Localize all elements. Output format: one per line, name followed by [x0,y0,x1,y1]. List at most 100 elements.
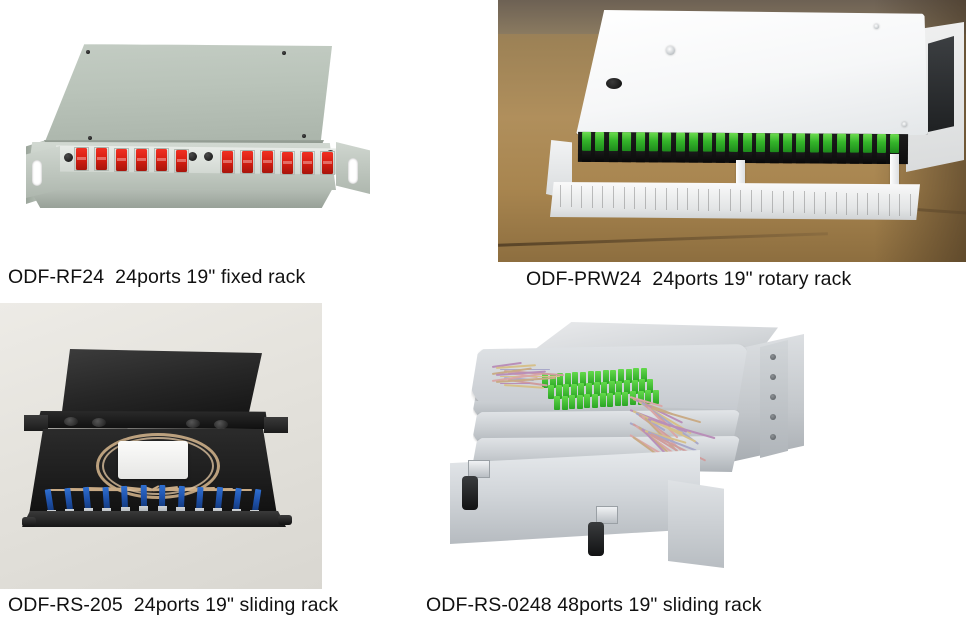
prw24-tray-rib [772,190,773,213]
rf24-top-lid [44,44,332,144]
caption-odf-rs-0248: ODF-RS-0248 48ports 19" sliding rack [426,594,762,616]
rs0248-hinge [468,460,490,478]
rs205-fiber-coil-inner [102,437,214,495]
rs0248-ear-hole [770,374,776,380]
prw24-sc-apc-adapter [675,132,685,152]
rs0248-sc-adapter [569,395,576,409]
rs0248-sc-adapter [618,369,624,383]
prw24-tray-rib [687,188,689,211]
prw24-adapter-shroud [863,152,873,164]
rf24-fiber-adapter [222,150,233,173]
rs0248-sc-adapter [614,392,621,406]
prw24-adapter-shroud [809,152,819,164]
rf24-lid-screw [86,50,90,54]
rs205-splice-tray [118,441,188,479]
rs0248-sc-adapter [622,391,629,406]
rs0248-sc-adapter [607,392,614,407]
prw24-tray-rib [899,193,901,216]
prw24-tray-rib [846,192,848,215]
rs0248-sc-adapter [608,381,615,395]
rs0248-sc-adapter [572,372,579,386]
prw24-tray-rib [570,185,572,208]
product-photo-odf-prw24 [498,0,966,262]
rs205-top-cover [62,349,262,417]
prw24-tray-rib [644,187,646,210]
caption-odf-rs-205: ODF-RS-205 24ports 19" sliding rack [8,594,339,616]
rf24-fiber-adapter [322,152,333,175]
rs0248-sc-adapter [576,394,583,409]
prw24-tray-rib [814,191,816,214]
rs0248-sc-adapter [563,384,570,398]
prw24-tray-rib [856,192,858,215]
prw24-tray-rib [676,188,678,211]
rs205-sc-connector [159,485,166,508]
rf24-fiber-adapter [96,148,107,171]
rs0248-sc-adapter [646,378,653,393]
rs0248-sc-adapter [601,381,608,396]
rs0248-sc-adapter [586,382,592,397]
rs0248-sc-adapter [633,368,640,382]
rs205-knockout [64,417,78,426]
prw24-sc-apc-adapter [863,133,873,153]
rs0248-sc-adapter [561,395,568,410]
rf24-lid-screw [282,51,286,55]
rs0248-sc-adapter [610,369,617,384]
prw24-tray-rib [613,186,614,209]
prw24-cover-screw [902,122,907,127]
rs0248-sc-adapter [645,390,652,404]
prw24-adapter-shroud [836,152,846,164]
rf24-fiber-adapter [262,151,273,174]
prw24-body-cover [576,10,928,135]
prw24-cover-screw [874,24,879,29]
prw24-tray-rib [581,185,583,208]
rf24-fiber-adapter [156,149,167,172]
prw24-adapter-shroud [648,151,658,163]
prw24-adapter-shroud [715,151,725,163]
prw24-tray-rib [729,189,731,212]
product-photo-odf-rf24 [0,0,400,262]
caption-odf-prw24: ODF-PRW24 24ports 19" rotary rack [526,268,852,290]
caption-odf-rf24: ODF-RF24 24ports 19" fixed rack [8,266,306,288]
product-photo-odf-rs-0248 [430,310,830,588]
rf24-lid-screw [88,136,92,140]
prw24-sc-apc-adapter [622,132,632,152]
prw24-adapter-shroud [581,150,591,162]
prw24-adapter-shroud [796,152,806,164]
rs205-knockout [186,419,200,428]
rs0248-sc-adapter [580,371,586,386]
rs0248-pull-handle [588,522,604,556]
rf24-blank-screw [64,153,73,162]
prw24-tray-rib [793,191,795,214]
prw24-sc-apc-adapter [876,133,886,153]
rs205-fiber-coil [96,433,220,499]
rs0248-sc-adapter [624,380,630,394]
prw24-adapter-shroud [849,152,859,164]
rf24-lid-screw [302,134,306,138]
prw24-cover-screw [666,46,675,55]
prw24-tray-strut [890,154,899,186]
rs0248-sc-adapter [542,374,548,388]
rs0248-sc-adapter [625,368,632,383]
rs0248-sc-adapter [564,372,571,387]
prw24-adapter-shroud [823,152,833,164]
rf24-fiber-adapter [282,151,293,174]
prw24-tray-rib [634,186,636,209]
rs0248-sc-adapter [652,389,659,404]
rs0248-sc-adapter [631,379,638,394]
rs205-knockout [214,420,228,429]
rs0248-sc-adapter [578,383,585,397]
rs0248-sc-adapter [555,384,562,399]
rs0248-sc-adapter [570,383,577,398]
prw24-sc-apc-adapter [796,133,806,153]
rs0248-pull-handle [462,476,478,510]
rf24-fiber-adapter [116,148,127,171]
prw24-sc-apc-adapter [742,132,752,153]
prw24-tray-rib [719,189,720,212]
rs0248-hinge [596,506,618,524]
prw24-tray-rib [835,192,837,215]
rf24-fiber-adapter [176,149,187,172]
rf24-ear-slot-right [348,158,358,184]
prw24-adapter-shroud [662,151,672,163]
rf24-blank-screw [188,152,197,161]
